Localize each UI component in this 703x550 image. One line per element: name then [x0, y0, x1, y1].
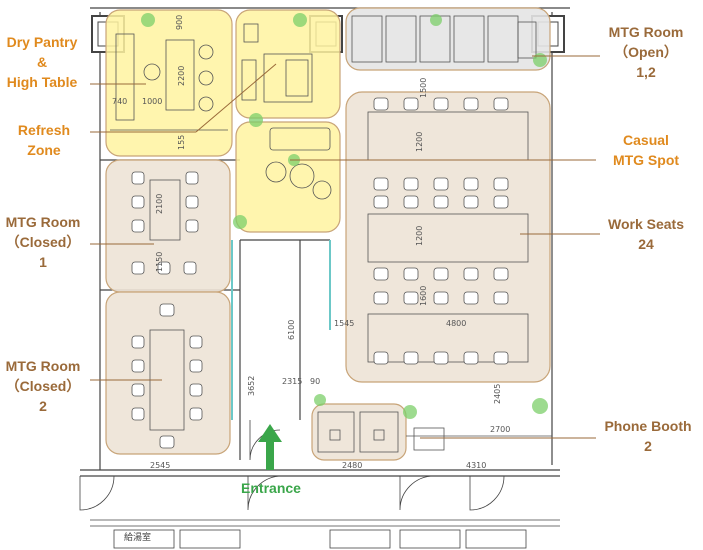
dim-4800: 4800: [446, 319, 466, 328]
zone-dry-pantry: [105, 9, 233, 157]
dim-2480: 2480: [342, 461, 362, 470]
zone-casual-mtg: [235, 121, 341, 233]
furniture-mtg-closed-2: [131, 303, 203, 449]
furniture-dry-pantry: [110, 33, 228, 131]
dim-1545: 1545: [334, 319, 354, 328]
dim-2100: 2100: [155, 194, 164, 214]
dim-1200b: 1200: [415, 226, 424, 246]
entrance-arrow: [258, 424, 282, 470]
dim-1000: 1000: [142, 97, 162, 106]
dim-2200: 2200: [177, 66, 186, 86]
furniture-reception: [406, 427, 552, 451]
zone-refresh: [235, 9, 341, 119]
zone-mtg-open: [345, 7, 551, 71]
zone-work-seats: [345, 91, 551, 383]
dim-90: 90: [310, 377, 320, 386]
dim-2545: 2545: [150, 461, 170, 470]
dim-2315: 2315: [282, 377, 302, 386]
label-dry-pantry: Dry Pantry&High Table: [6, 34, 78, 90]
dim-1150: 1150: [155, 252, 164, 272]
dim-900: 900: [175, 15, 184, 30]
furniture-phone-booth: [317, 411, 399, 453]
dim-155: 155: [177, 135, 186, 150]
dim-6100: 6100: [287, 320, 296, 340]
furniture-mtg-closed-1: [131, 171, 199, 275]
dim-4310: 4310: [466, 461, 486, 470]
dim-1600: 1600: [419, 286, 428, 306]
dim-2405: 2405: [493, 384, 502, 404]
label-mtg-closed-1: MTG Room（Closed）1: [5, 214, 81, 270]
callout-lines: [90, 55, 600, 439]
glass-partitions: [231, 240, 331, 420]
label-mtg-closed-2: MTG Room（Closed）2: [5, 358, 81, 414]
furniture-refresh: [241, 23, 313, 103]
dim-1500: 1500: [419, 78, 428, 98]
furniture-work-seats: [367, 97, 529, 365]
kitchen-label: 給湯室: [124, 531, 151, 543]
label-entrance: Entrance: [241, 480, 301, 496]
zone-phone-booth: [311, 403, 407, 461]
doors: [79, 420, 560, 549]
dim-2700: 2700: [490, 425, 510, 434]
dim-3652: 3652: [247, 376, 256, 396]
dim-1200a: 1200: [415, 132, 424, 152]
dim-740: 740: [112, 97, 127, 106]
furniture-casual: [265, 127, 332, 200]
label-mtg-open: MTG Room（Open）1,2: [608, 24, 684, 80]
